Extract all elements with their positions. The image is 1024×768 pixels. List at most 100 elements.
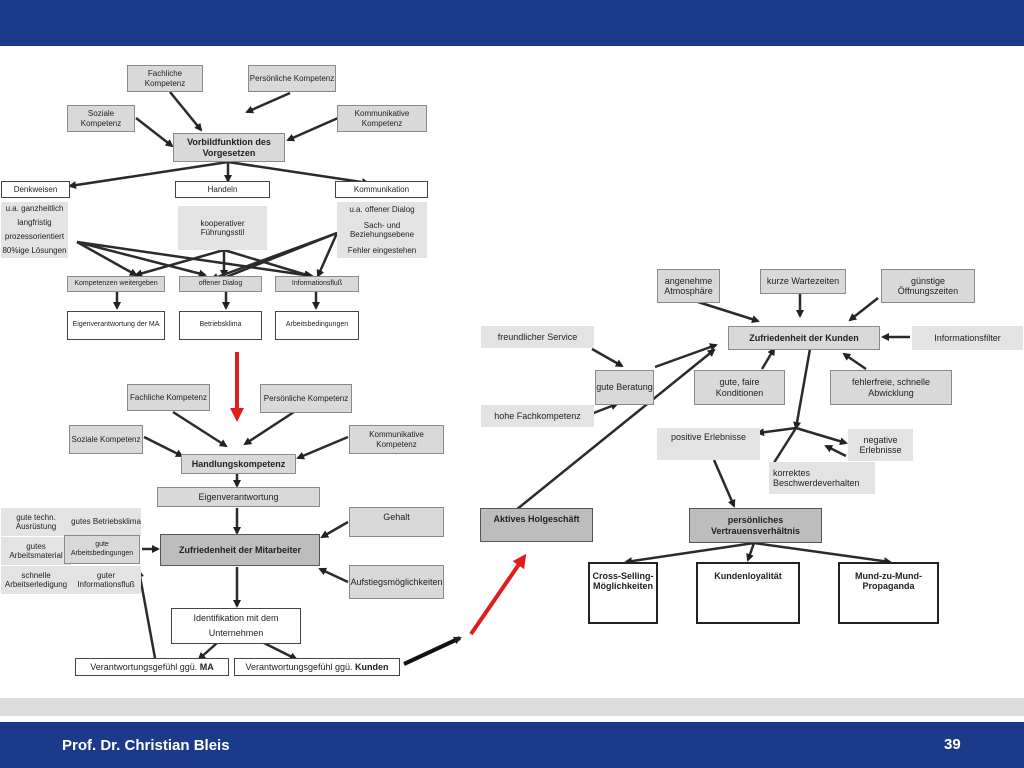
box-label: freundlicher Service xyxy=(497,331,578,342)
verantwortung-kunden-box: Verantwortungsgefühl ggü. Kunden xyxy=(234,658,400,676)
list-item: Fehler eingestehen xyxy=(347,245,417,255)
box-label: gute Arbeitsbedingungen xyxy=(70,541,134,557)
kompetenzen-weitergeben-box: Kompetenzen weitergeben xyxy=(67,276,165,292)
box-label: Arbeitsbedingungen xyxy=(285,321,349,329)
arbeitsbedingungen-item: gute Arbeitsbedingungen xyxy=(64,535,140,564)
box-label: gute Beratung xyxy=(596,382,653,393)
handeln-detail: kooperativer Führungsstil xyxy=(178,206,267,250)
box-label: Verantwortungsgefühl ggü. xyxy=(90,661,200,672)
aktives-holgeschaeft-box: Aktives Holgeschäft xyxy=(480,508,593,542)
box-label: Informationsfluß xyxy=(291,279,343,287)
fehlerfreie-abwicklung-box: fehlerfreie, schnelle Abwicklung xyxy=(830,370,952,405)
box-label: Aufstiegsmöglichkeiten xyxy=(350,576,443,587)
box-label: Fachliche Kompetenz xyxy=(144,69,186,88)
box-label: positive Erlebnisse xyxy=(670,432,747,442)
offener-dialog-box: offener Dialog xyxy=(179,276,262,292)
box-label: persönliches Vertrauensverhältnis xyxy=(710,515,801,536)
box-label: hohe Fachkompetenz xyxy=(494,410,581,421)
ausruestung-item: gute techn. Ausrüstung xyxy=(1,508,71,536)
kommunikative-kompetenz-2-box: Kommunikative Kompetenz xyxy=(349,425,444,454)
verantwortung-ma-box: Verantwortungsgefühl ggü. MA xyxy=(75,658,229,676)
box-label: gutes Arbeitsmaterial xyxy=(9,541,63,560)
betriebsklima-box: Betriebsklima xyxy=(179,311,262,340)
eigenverantwortung-ma-box: Eigenverantwortung der MA xyxy=(67,311,165,340)
handeln-box: Handeln xyxy=(175,181,270,198)
box-label: Kommunikative Kompetenz xyxy=(369,430,424,449)
box-label: korrektes Beschwerdeverhalten xyxy=(773,467,860,488)
box-label: kurze Wartezeiten xyxy=(766,276,840,287)
footer-strip xyxy=(0,698,1024,716)
list-item: u.a. offener Dialog xyxy=(349,205,415,215)
box-label: gute, faire Konditionen xyxy=(715,377,764,398)
eigenverantwortung-box: Eigenverantwortung xyxy=(157,487,320,507)
box-label: schnelle Arbeitserledigung xyxy=(4,570,68,589)
angenehme-atmosphaere-box: angenehme Atmosphäre xyxy=(657,269,720,303)
top-banner xyxy=(0,0,1024,46)
box-label: Vorbildfunktion des Vorgesetzen xyxy=(187,137,271,158)
box-label-bold: MA xyxy=(199,661,214,672)
box-label: Kundenloyalität xyxy=(714,571,782,581)
informationsfluss-item: guter Informationsfluß xyxy=(71,566,141,594)
fachliche-kompetenz-box: Fachliche Kompetenz xyxy=(127,65,203,92)
author-name: Prof. Dr. Christian Bleis xyxy=(62,737,230,754)
zufriedenheit-kunden-box: Zufriedenheit der Kunden xyxy=(728,326,880,350)
box-label: Denkweisen xyxy=(13,184,58,194)
box-label: fehlerfreie, schnelle Abwicklung xyxy=(851,377,931,398)
box-label: negative Erlebnisse xyxy=(859,434,902,455)
vorbildfunktion-box: Vorbildfunktion des Vorgesetzen xyxy=(173,133,285,162)
page-number: 39 xyxy=(944,736,961,753)
identifikation-box: Identifikation mit dem Unternehmen xyxy=(171,608,301,644)
informationsfluss-box: Informationsfluß xyxy=(275,276,359,292)
informationsfilter-box: Informationsfilter xyxy=(912,326,1023,350)
box-label: gutes Betriebsklima xyxy=(71,517,141,527)
box-label: Zufriedenheit der Mitarbeiter xyxy=(178,544,302,555)
hohe-fachkompetenz-box: hohe Fachkompetenz xyxy=(481,405,594,427)
persoenliche-kompetenz-box: Persönliche Kompetenz xyxy=(248,65,336,92)
box-label: Eigenverantwortung xyxy=(198,491,279,502)
soziale-kompetenz-2-box: Soziale Kompetenz xyxy=(69,425,143,454)
box-label: günstige Öffnungszeiten xyxy=(897,275,959,296)
box-label: Mund-zu-Mund-Propaganda xyxy=(855,571,922,592)
kommunikation-box: Kommunikation xyxy=(335,181,428,198)
betriebsklima-item: gutes Betriebsklima xyxy=(71,508,141,536)
list-item: Sach- und Beziehungsebene xyxy=(349,220,415,239)
freundlicher-service-box: freundlicher Service xyxy=(481,326,594,348)
kommunikative-kompetenz-box: Kommunikative Kompetenz xyxy=(337,105,427,132)
box-label: Handeln xyxy=(207,184,238,194)
persoenliche-kompetenz-2-box: Persönliche Kompetenz xyxy=(260,384,352,413)
box-label: Informationsfilter xyxy=(934,332,1001,343)
box-label: Identifikation mit dem Unternehmen xyxy=(193,612,279,638)
box-label: Betriebsklima xyxy=(199,321,242,329)
aufstiegsmoeglichkeiten-box: Aufstiegsmöglichkeiten xyxy=(349,565,444,599)
box-label: Kompetenzen weitergeben xyxy=(74,279,158,287)
box-label: guter Informationsfluß xyxy=(77,570,135,589)
denkweisen-box: Denkweisen xyxy=(1,181,70,198)
box-label: Kommunikative Kompetenz xyxy=(354,109,410,128)
kundenloyalitaet-box: Kundenloyalität xyxy=(696,562,800,624)
box-label: kooperativer Führungsstil xyxy=(200,218,245,237)
beschwerdeverhalten-box: korrektes Beschwerdeverhalten xyxy=(769,462,875,494)
box-label: Fachliche Kompetenz xyxy=(130,392,207,402)
soziale-kompetenz-box: Soziale Kompetenz xyxy=(67,105,135,132)
red-arrow-up xyxy=(469,553,527,636)
box-label: Persönliche Kompetenz xyxy=(263,393,349,403)
positive-erlebnisse-box: positive Erlebnisse xyxy=(657,428,760,460)
vertrauensverhaeltnis-box: persönliches Vertrauensverhältnis xyxy=(689,508,822,543)
gehalt-box: Gehalt xyxy=(349,507,444,537)
arbeitsbedingungen-box: Arbeitsbedingungen xyxy=(275,311,359,340)
arbeitsmaterial-item: gutes Arbeitsmaterial xyxy=(1,537,71,565)
box-label-bold: Kunden xyxy=(355,661,389,672)
gute-beratung-box: gute Beratung xyxy=(595,370,654,405)
box-label: gute techn. Ausrüstung xyxy=(15,512,57,531)
kommunikation-list: u.a. offener Dialog Sach- und Beziehungs… xyxy=(337,202,427,258)
box-label: offener Dialog xyxy=(198,279,243,287)
zufriedenheit-mitarbeiter-box: Zufriedenheit der Mitarbeiter xyxy=(160,534,320,566)
box-label: Handlungskompetenz xyxy=(191,458,286,469)
box-label: Verantwortungsgefühl ggü. xyxy=(245,661,356,672)
box-label: Soziale Kompetenz xyxy=(80,109,122,128)
box-label: Kommunikation xyxy=(353,184,410,194)
mund-zu-mund-box: Mund-zu-Mund-Propaganda xyxy=(838,562,939,624)
list-item: langfristig xyxy=(17,218,52,228)
gute-konditionen-box: gute, faire Konditionen xyxy=(694,370,785,405)
